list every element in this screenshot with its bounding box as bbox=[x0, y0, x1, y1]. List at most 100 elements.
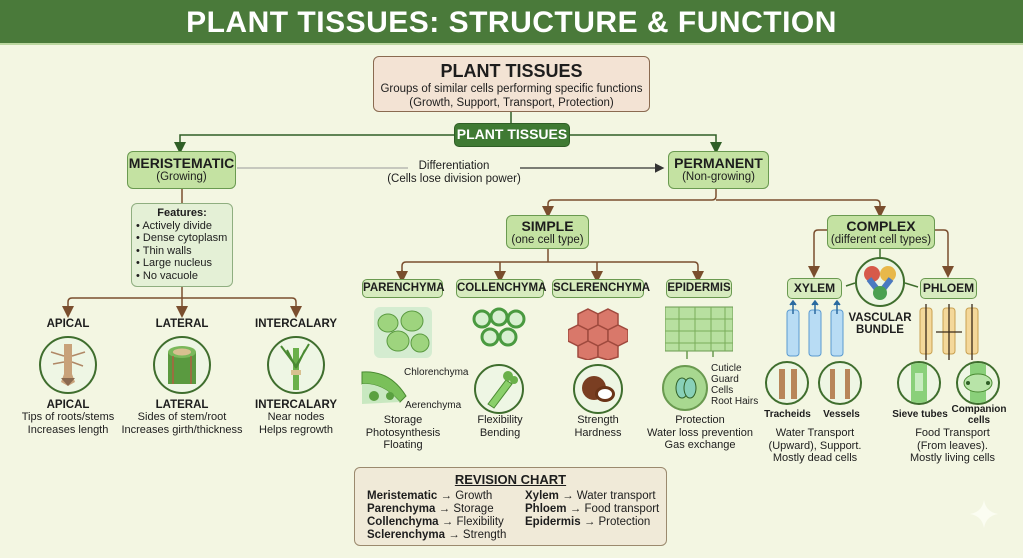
desc-line: Mostly living cells bbox=[910, 452, 995, 464]
intercalary-heading: INTERCALARY bbox=[255, 318, 337, 330]
differentiation-label: Differentiation (Cells lose division pow… bbox=[384, 160, 524, 186]
desc-line: Food Transport bbox=[915, 427, 990, 439]
complex-node: COMPLEX (different cell types) bbox=[827, 215, 935, 249]
differentiation-line2: (Cells lose division power) bbox=[387, 173, 521, 185]
cells-label: Cells bbox=[711, 385, 734, 396]
guard-label: Guard bbox=[711, 374, 739, 385]
connector-hub-permanent bbox=[570, 134, 722, 154]
sieve-tubes-icon bbox=[897, 361, 941, 405]
revision-value: Flexibility bbox=[456, 516, 504, 528]
parenchyma-cells-icon bbox=[374, 307, 432, 358]
simple-title: SIMPLE bbox=[521, 218, 574, 234]
revision-value: Protection bbox=[598, 516, 651, 528]
intercalary-desc-1: Near nodes bbox=[267, 411, 325, 423]
revision-term: Epidermis bbox=[525, 516, 581, 528]
phloem-tag: PHLOEM bbox=[920, 278, 977, 299]
celery-icon bbox=[474, 364, 524, 414]
leaf-section-icon bbox=[361, 371, 407, 404]
apical-desc-1: Tips of roots/stems bbox=[21, 411, 115, 423]
permanent-node: PERMANENT (Non-growing) bbox=[668, 151, 769, 189]
root-title: PLANT TISSUES bbox=[440, 61, 583, 81]
xylem-tubes-icon bbox=[786, 300, 844, 357]
grass-node-icon bbox=[267, 336, 325, 394]
feature-item: Actively divide bbox=[136, 220, 228, 233]
apical-desc: APICAL Tips of roots/stems Increases len… bbox=[8, 399, 128, 436]
revision-value: Water transport bbox=[576, 490, 656, 502]
intercalary-desc-2: Helps regrowth bbox=[259, 423, 333, 436]
collenchyma-cells-icon bbox=[472, 307, 526, 347]
complex-subtitle: (different cell types) bbox=[830, 234, 932, 246]
vessels-icon bbox=[818, 361, 862, 405]
revision-row: Collenchyma → Flexibility bbox=[367, 516, 506, 529]
parenchyma-tag: PARENCHYMA bbox=[362, 279, 445, 298]
revision-row: Epidermis → Protection bbox=[525, 516, 659, 529]
apical-heading: APICAL bbox=[46, 318, 90, 330]
root-tip-icon bbox=[39, 336, 97, 394]
sclerenchyma-cells-icon bbox=[568, 308, 628, 360]
meristematic-title: MERISTEMATIC bbox=[128, 155, 235, 171]
revision-chart: REVISION CHART Meristematic → Growth Par… bbox=[354, 467, 667, 546]
phloem-desc: Food Transport (From leaves). Mostly liv… bbox=[895, 427, 1010, 465]
sieve-tubes-label: Sieve tubes bbox=[892, 409, 948, 420]
revision-row: Phloem → Food transport bbox=[525, 503, 659, 516]
collenchyma-tag: COLLENCHYMA bbox=[456, 279, 546, 298]
cuticle-label: Cuticle bbox=[711, 363, 742, 374]
lateral-name: LATERAL bbox=[155, 399, 209, 411]
epidermis-labels: Cuticle Guard Cells Root Hairs bbox=[711, 363, 758, 407]
feature-item: No vacuole bbox=[136, 270, 228, 283]
arrow: → bbox=[441, 516, 454, 528]
differentiation-line1: Differentiation bbox=[418, 160, 490, 172]
revision-left-column: Meristematic → Growth Parenchyma → Stora… bbox=[367, 490, 506, 542]
arrow: → bbox=[562, 490, 574, 502]
stomata-icon bbox=[662, 365, 708, 411]
desc-line: Protection bbox=[675, 414, 725, 426]
feature-item: Dense cytoplasm bbox=[136, 232, 228, 245]
revision-term: Phloem bbox=[525, 503, 567, 515]
desc-line: Storage bbox=[383, 414, 423, 426]
revision-value: Storage bbox=[453, 503, 494, 515]
sclerenchyma-tag: SCLERENCHYMA bbox=[552, 279, 650, 298]
arrow: → bbox=[440, 490, 453, 502]
connector-complex-xylem bbox=[808, 229, 827, 278]
vascular-bundle-label: VASCULAR BUNDLE bbox=[845, 312, 915, 336]
intercalary-name: INTERCALARY bbox=[255, 399, 337, 411]
arrow: → bbox=[583, 516, 596, 528]
desc-line: Strength bbox=[577, 414, 619, 426]
sparkle-watermark-icon bbox=[970, 500, 998, 528]
revision-value: Food transport bbox=[584, 503, 660, 515]
epidermis-tag: EPIDERMIS bbox=[666, 279, 732, 298]
desc-line: Mostly dead cells bbox=[772, 452, 858, 464]
lateral-desc: LATERAL Sides of stem/root Increases gir… bbox=[112, 399, 252, 436]
features-box: Features: Actively divide Dense cytoplas… bbox=[131, 203, 233, 287]
companion-cells-icon bbox=[956, 361, 1000, 405]
intercalary-desc: INTERCALARY Near nodes Helps regrowth bbox=[236, 399, 356, 436]
desc-line: Photosynthesis bbox=[365, 426, 441, 439]
revision-term: Xylem bbox=[525, 490, 559, 502]
companion-cells-label: Companion cells bbox=[948, 404, 1010, 426]
lateral-desc-2: Increases girth/thickness bbox=[121, 423, 243, 436]
revision-row: Meristematic → Growth bbox=[367, 490, 506, 503]
desc-line: Hardness bbox=[574, 426, 622, 439]
chlorenchyma-label: Chlorenchyma bbox=[404, 367, 469, 378]
sclerenchyma-desc: Strength Hardness bbox=[553, 414, 643, 439]
revision-term: Collenchyma bbox=[367, 516, 439, 528]
desc-line: Water loss prevention bbox=[647, 426, 753, 439]
root-subtitle-2: (Growth, Support, Transport, Protection) bbox=[409, 97, 614, 109]
tracheids-label: Tracheids bbox=[764, 409, 811, 420]
permanent-subtitle: (Non-growing) bbox=[682, 171, 755, 183]
features-title: Features: bbox=[157, 207, 207, 219]
revision-row: Sclerenchyma → Strength bbox=[367, 529, 506, 542]
lateral-column: LATERAL bbox=[132, 318, 232, 330]
arrow: → bbox=[448, 529, 460, 541]
arrow: → bbox=[569, 503, 582, 515]
revision-term: Parenchyma bbox=[367, 503, 436, 515]
connector-permanent-complex bbox=[716, 199, 886, 218]
lateral-heading: LATERAL bbox=[155, 318, 209, 330]
connector-permanent-simple bbox=[542, 189, 717, 218]
revision-row: Parenchyma → Storage bbox=[367, 503, 506, 516]
revision-term: Meristematic bbox=[367, 490, 438, 502]
connector-hub-meristematic bbox=[174, 134, 454, 154]
revision-value: Growth bbox=[455, 490, 493, 502]
apical-column: APICAL bbox=[18, 318, 118, 330]
